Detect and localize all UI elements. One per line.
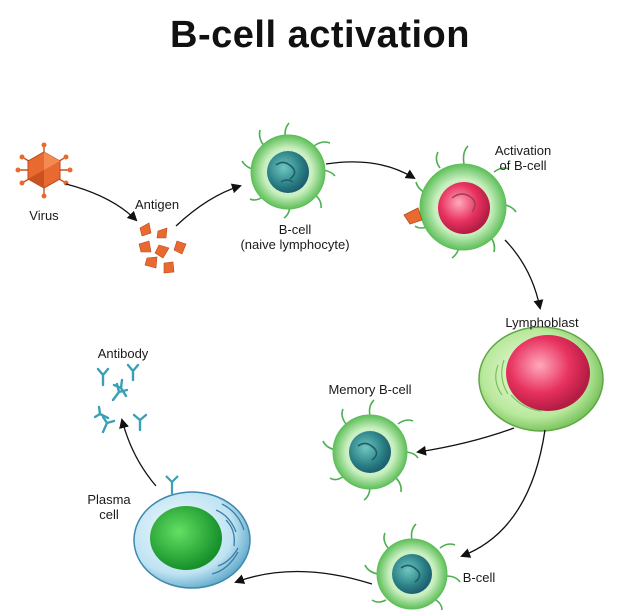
plasma-cell-icon — [133, 475, 251, 589]
label-activation: Activation of B-cell — [486, 143, 560, 173]
arrow-virus-to-antigen — [65, 183, 138, 222]
flow-arrows — [65, 161, 546, 585]
label-bcell: B-cell — [462, 570, 496, 585]
lymphoblast-icon — [478, 326, 604, 432]
arrow-lymphoblast-to-bcell — [460, 429, 546, 558]
memory-bcell-icon — [322, 399, 419, 501]
page-title: B-cell activation — [170, 14, 470, 56]
antigen-fragments-icon — [138, 222, 187, 274]
label-antibody: Antibody — [97, 346, 149, 361]
arrow-activation-to-lymphoblast — [504, 239, 544, 310]
arrow-antigen-to-bcell — [175, 183, 242, 227]
bcell-icon — [364, 523, 461, 611]
label-lymphoblast: Lymphoblast — [505, 315, 579, 330]
antibodies-icon — [93, 363, 148, 434]
label-plasma-cell: Plasma cell — [84, 492, 134, 522]
arrow-lymphoblast-to-memory — [416, 427, 515, 456]
arrow-bcell-to-activation — [325, 161, 416, 180]
label-plasma-line2: cell — [99, 507, 119, 522]
label-bcell-naive-line1: B-cell — [278, 222, 312, 237]
label-antigen: Antigen — [134, 197, 180, 212]
naive-bcell-icon — [241, 122, 336, 219]
label-activation-line2: of B-cell — [499, 158, 547, 173]
label-bcell-naive: B-cell (naive lymphocyte) — [240, 222, 350, 252]
label-plasma-line1: Plasma — [87, 492, 131, 507]
virus-icon — [15, 142, 73, 199]
label-virus: Virus — [29, 208, 59, 223]
label-bcell-naive-line2: (naive lymphocyte) — [240, 237, 350, 252]
arrow-plasma-to-antibody — [119, 418, 157, 487]
label-memory-bcell: Memory B-cell — [328, 382, 412, 397]
label-activation-line1: Activation — [494, 143, 552, 158]
plasma-antibody-icon — [165, 475, 179, 494]
arrow-bcell-to-plasma — [234, 570, 373, 585]
activated-bcell-icon — [403, 145, 517, 259]
